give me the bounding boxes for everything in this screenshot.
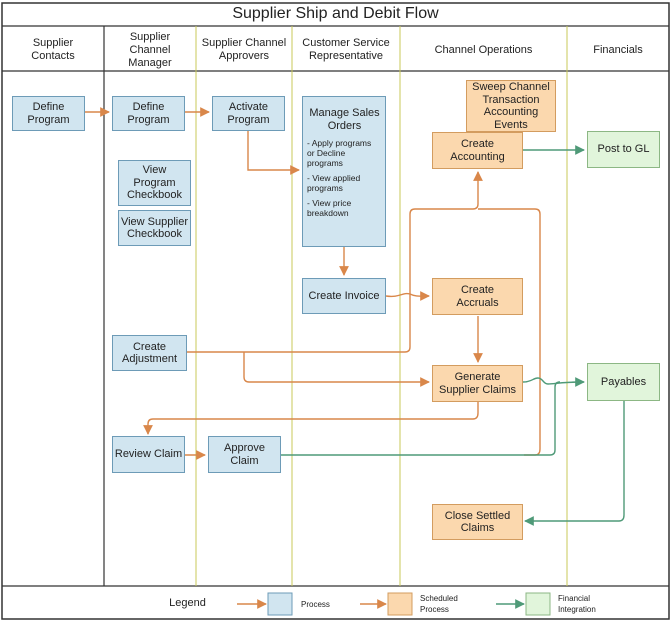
create-accruals-box[interactable]: Create Accruals — [432, 278, 523, 315]
diagram-title: Supplier Ship and Debit Flow — [232, 5, 439, 22]
legend-scheduled-label: Scheduled Process — [420, 594, 458, 614]
connector-accounting-feedback — [478, 208, 541, 456]
legend-title: Legend — [169, 597, 206, 609]
payables-box[interactable]: Payables — [587, 363, 660, 401]
legend-process-label: Process — [301, 600, 330, 609]
box-label: Post to GL — [597, 143, 650, 156]
box-label: Close Settled Claims — [444, 509, 511, 535]
connector-invoice-up-to-accounting — [409, 171, 483, 294]
box-label: Create Accounting — [450, 138, 505, 163]
box-label: Define Program — [127, 101, 170, 126]
connector-payables-to-close — [524, 401, 625, 526]
lane-header-csr: Customer Service Representative — [293, 30, 399, 70]
connector-claims-to-review — [143, 402, 479, 435]
box-label: Activate Program — [227, 101, 270, 126]
box-label: View Supplier Checkbook — [120, 215, 189, 241]
box-label: Create Adjustment — [121, 340, 178, 366]
lane-label: Supplier Channel Approvers — [201, 37, 287, 62]
lane-header-channel-ops: Channel Operations — [401, 30, 566, 70]
box-label: Sweep Channel Transaction Accounting Eve… — [472, 81, 550, 131]
box-label: View Program Checkbook — [126, 164, 183, 202]
approve-claim-box[interactable]: Approve Claim — [208, 436, 281, 473]
lane-header-supplier-contacts: Supplier Contacts — [4, 30, 102, 70]
box-label: Review Claim — [114, 448, 183, 461]
lane-label: Supplier Channel Manager — [128, 30, 172, 69]
lane-label: Channel Operations — [434, 43, 533, 56]
sales-orders-item: - View applied programs — [307, 173, 361, 193]
review-claim-box[interactable]: Review Claim — [112, 436, 185, 473]
connector-adjustment-to-accounting — [187, 294, 411, 353]
connector-adjustment-to-claims — [243, 352, 430, 387]
create-invoice-box[interactable]: Create Invoice — [302, 278, 386, 314]
post-to-gl-box[interactable]: Post to GL — [587, 131, 660, 168]
box-label: Approve Claim — [224, 442, 265, 467]
lane-label: Supplier Contacts — [31, 37, 75, 62]
legend-scheduled-swatch — [387, 592, 413, 616]
connector-activate-to-sales-orders — [247, 131, 300, 175]
box-label: Create Invoice — [308, 289, 380, 302]
lane-header-financials: Financials — [568, 30, 668, 70]
box-label: Generate Supplier Claims — [438, 371, 517, 396]
legend-financial-swatch — [525, 592, 551, 616]
lane-label: Financials — [593, 43, 643, 56]
sweep-channel-box[interactable]: Sweep Channel Transaction Accounting Eve… — [466, 80, 556, 132]
generate-supplier-claims-box[interactable]: Generate Supplier Claims — [432, 365, 523, 402]
define-program-manager-box[interactable]: Define Program — [112, 96, 185, 131]
activate-program-box[interactable]: Activate Program — [212, 96, 285, 131]
connector-claims-to-payables — [522, 377, 585, 387]
manage-sales-orders-title: Manage Sales Orders — [309, 107, 380, 132]
view-supplier-checkbook-box[interactable]: View Supplier Checkbook — [118, 210, 191, 246]
legend-financial-label: Financial Integration — [558, 594, 596, 614]
manage-sales-orders-box[interactable]: Manage Sales Orders - Apply programs or … — [302, 96, 386, 247]
connector-approve-to-payables — [281, 381, 561, 456]
define-program-contacts-box[interactable]: Define Program — [12, 96, 85, 131]
sales-orders-item: - Apply programs or Decline programs — [307, 138, 372, 168]
lane-label: Customer Service Representative — [302, 37, 390, 62]
legend-process-swatch — [267, 592, 293, 616]
connector-invoice-to-accruals — [385, 291, 430, 301]
lane-header-channel-approvers: Supplier Channel Approvers — [197, 30, 291, 70]
sales-orders-item: - View price breakdown — [307, 198, 352, 218]
box-label: Payables — [600, 375, 647, 388]
create-adjustment-box[interactable]: Create Adjustment — [112, 335, 187, 371]
box-label: Create Accruals — [456, 284, 499, 309]
create-accounting-box[interactable]: Create Accounting — [432, 132, 523, 169]
view-program-checkbook-box[interactable]: View Program Checkbook — [118, 160, 191, 206]
lane-header-channel-manager: Supplier Channel Manager — [105, 30, 195, 70]
box-label: Define Program — [27, 101, 70, 126]
close-settled-claims-box[interactable]: Close Settled Claims — [432, 504, 523, 540]
